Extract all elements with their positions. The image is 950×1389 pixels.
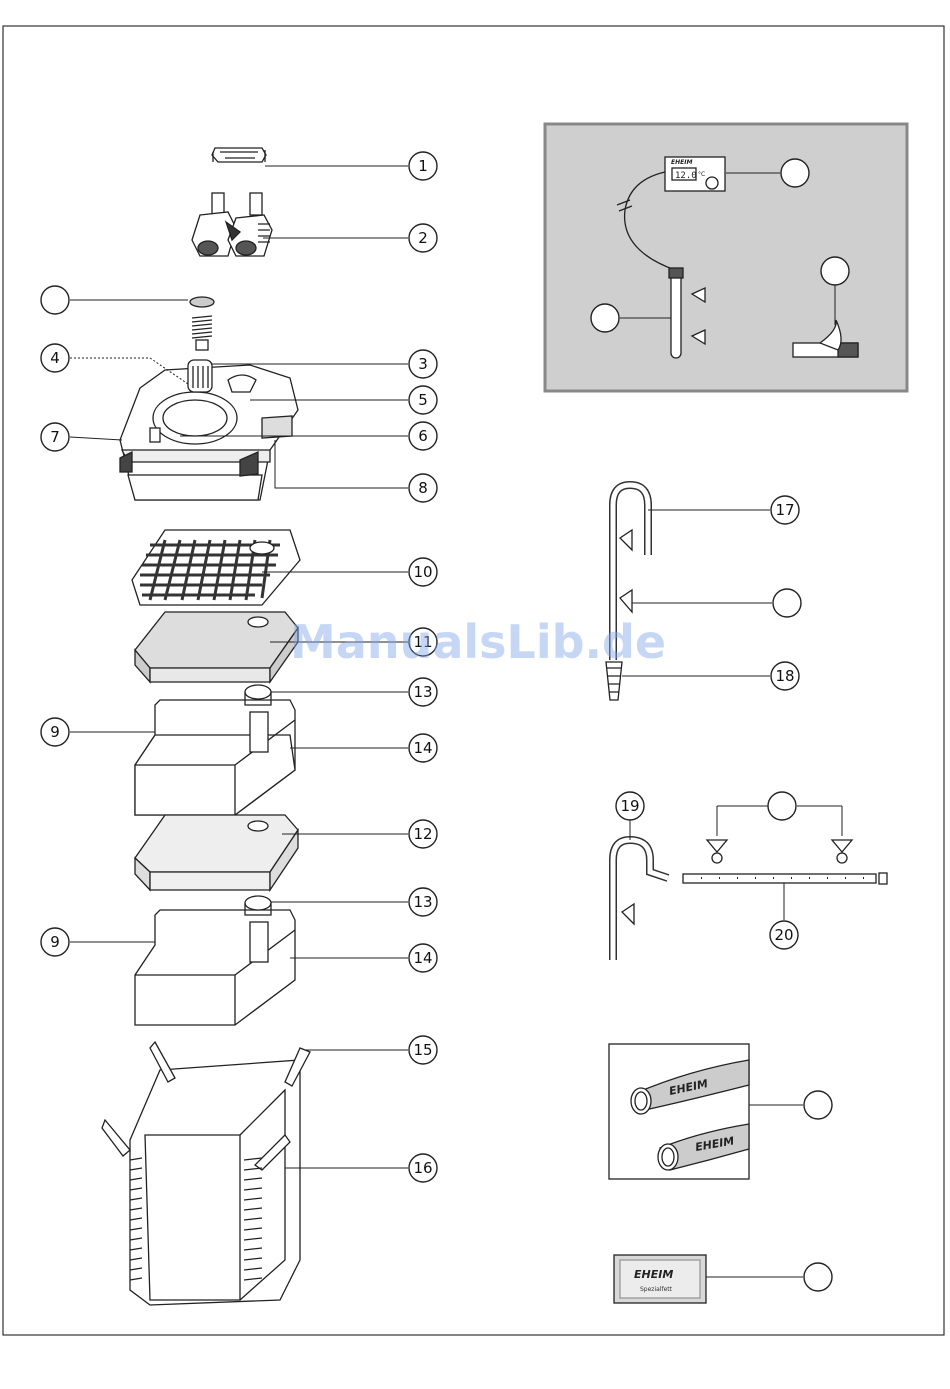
callout-blank-hose [804, 1091, 832, 1119]
svg-text:12: 12 [413, 825, 432, 843]
callout-5: 5 [409, 386, 437, 414]
grease-brand-text: EHEIM [634, 1268, 673, 1281]
svg-text:14: 14 [413, 739, 432, 757]
callout-blank-valve [41, 286, 69, 314]
svg-text:1: 1 [418, 157, 428, 175]
callout-13-upper: 13 [409, 678, 437, 706]
callout-blank-suction [773, 589, 801, 617]
callout-blank-spray-suction [768, 792, 796, 820]
svg-text:2: 2 [418, 229, 428, 247]
svg-text:18: 18 [775, 667, 794, 685]
svg-text:7: 7 [50, 428, 60, 446]
callout-blank-thermo-probe [591, 304, 619, 332]
part-filter-basket-upper [135, 685, 295, 815]
svg-text:10: 10 [413, 563, 432, 581]
part-filter-basket-lower [135, 896, 295, 1025]
callout-blank-thermo-display [781, 159, 809, 187]
callout-14-upper: 14 [409, 734, 437, 762]
part-grid-plate [132, 530, 300, 605]
callout-16: 16 [409, 1154, 437, 1182]
svg-text:4: 4 [50, 349, 60, 367]
callout-20: 20 [770, 921, 798, 949]
callout-3: 3 [409, 350, 437, 378]
grease-sachet: EHEIM Spezialfett [614, 1255, 706, 1303]
part-intake-pipe [613, 840, 668, 960]
callout-9-lower: 9 [41, 928, 69, 956]
svg-text:15: 15 [413, 1041, 432, 1059]
callout-8: 8 [409, 474, 437, 502]
callout-2: 2 [409, 224, 437, 252]
callout-1: 1 [409, 152, 437, 180]
callout-6: 6 [409, 422, 437, 450]
part-pump-head [120, 360, 298, 500]
part-foam-pad-fine [135, 815, 298, 890]
svg-text:5: 5 [418, 391, 428, 409]
svg-text:13: 13 [413, 683, 432, 701]
callout-18: 18 [771, 662, 799, 690]
svg-text:13: 13 [413, 893, 432, 911]
callout-9-upper: 9 [41, 718, 69, 746]
part-foam-pad-coarse [135, 612, 298, 682]
callout-7: 7 [41, 423, 69, 451]
callout-13-lower: 13 [409, 888, 437, 916]
callout-14-lower: 14 [409, 944, 437, 972]
part-canister [102, 1042, 310, 1305]
watermark-text: ManualsLib.de [290, 615, 666, 669]
svg-text:3: 3 [418, 355, 428, 373]
svg-text:16: 16 [413, 1159, 432, 1177]
svg-text:17: 17 [775, 501, 794, 519]
thermo-brand-text: EHEIM [671, 159, 692, 166]
thermometer-accessory-box: EHEIM 12.0 °C [545, 124, 907, 391]
svg-text:6: 6 [418, 427, 428, 445]
svg-text:8: 8 [418, 479, 428, 497]
callout-17: 17 [771, 496, 799, 524]
grease-sub-text: Spezialfett [640, 1286, 673, 1293]
thermo-reading-text: 12.0 [675, 171, 697, 181]
callout-12: 12 [409, 820, 437, 848]
hose-accessory-box: EHEIM EHEIM [609, 1044, 749, 1179]
callout-4: 4 [41, 344, 69, 372]
svg-text:14: 14 [413, 949, 432, 967]
callout-15: 15 [409, 1036, 437, 1064]
svg-text:19: 19 [620, 797, 639, 815]
thermo-unit-text: °C [698, 171, 705, 178]
svg-text:20: 20 [774, 926, 793, 944]
callout-blank-grease [804, 1263, 832, 1291]
callout-blank-tape [821, 257, 849, 285]
part-double-tap [192, 193, 272, 256]
part-spring [190, 297, 214, 350]
callout-19: 19 [616, 792, 644, 820]
svg-text:9: 9 [50, 933, 60, 951]
part-clip [212, 148, 266, 162]
svg-text:9: 9 [50, 723, 60, 741]
callout-10: 10 [409, 558, 437, 586]
